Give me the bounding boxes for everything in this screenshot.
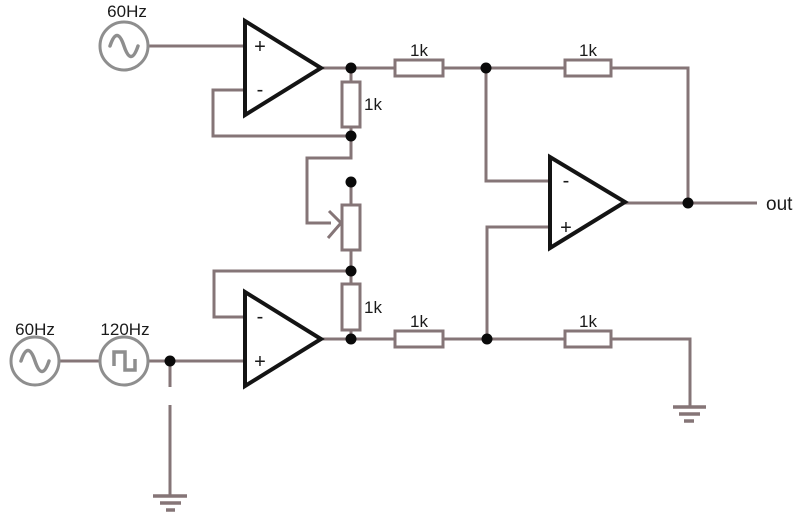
resistor-diff-plus-input[interactable] (393, 329, 445, 349)
resistor-value-diff-plus-input: 1k (410, 312, 428, 331)
wire-diff-plus-branch[interactable] (485, 225, 550, 339)
opamp-top-buffer[interactable] (243, 17, 325, 119)
resistor-body (563, 58, 613, 78)
voltage-source-bottom-120hz[interactable] (98, 335, 150, 387)
source-label-top-60hz: 60Hz (107, 2, 147, 21)
junction-dot (345, 265, 357, 277)
opamp-bottom-plus-mark: + (254, 351, 266, 373)
resistor-body (340, 282, 362, 332)
wire-diff-minus-branch[interactable] (484, 68, 550, 183)
opamp-top-minus-mark: - (257, 79, 264, 101)
opamp-bottom-minus-mark: - (257, 306, 264, 328)
wire-pot-wiper[interactable] (305, 136, 353, 225)
junction-dot (480, 62, 492, 74)
wire-bottomopamp-feedback[interactable] (212, 269, 351, 319)
opamp-diff-plus-mark: + (560, 217, 572, 239)
source-label-bottom-60hz: 60Hz (15, 320, 55, 339)
sine-wave-icon (19, 348, 51, 374)
labels: 60Hz 60Hz 120Hz 1k 1k 1k 1k 1k 1k + - - … (15, 2, 793, 373)
junction-dot (682, 197, 694, 209)
potentiometer[interactable] (326, 203, 362, 252)
sine-wave-icon (108, 33, 140, 59)
potentiometer-body (340, 203, 362, 252)
opamp-top-plus-mark: + (254, 36, 266, 58)
junction-dot (345, 62, 357, 74)
junction-dot (345, 130, 357, 142)
resistor-value-diff-plus-ground: 1k (579, 312, 597, 331)
resistor-body (393, 58, 445, 78)
ground-right[interactable] (673, 405, 706, 423)
source-label-bottom-120hz: 120Hz (100, 320, 149, 339)
opamp-difference[interactable] (548, 153, 629, 252)
voltage-source-top-60hz[interactable] (98, 20, 150, 72)
opamp-bottom-buffer[interactable] (243, 288, 325, 390)
wire-topopamp-feedback[interactable] (211, 88, 351, 138)
ground-left[interactable] (153, 494, 187, 512)
resistor-value-diff-feedback: 1k (579, 41, 597, 60)
junction-dot (164, 355, 176, 367)
wiper-arrow-icon (326, 209, 344, 239)
opamp-diff-minus-mark: - (563, 170, 570, 192)
resistor-body (393, 329, 445, 349)
resistor-diff-minus-input[interactable] (393, 58, 445, 78)
resistor-value-diff-minus-input: 1k (410, 41, 428, 60)
resistor-value-top-feedback: 1k (364, 95, 382, 114)
output-label: out (766, 194, 793, 215)
resistor-bottom-opamp-feedback[interactable] (340, 282, 362, 332)
resistor-body (563, 329, 613, 349)
pot-terminal-post[interactable] (345, 176, 357, 188)
resistor-value-bottom-feedback: 1k (364, 298, 382, 317)
voltage-source-bottom-60hz[interactable] (9, 335, 61, 387)
wires (59, 44, 757, 495)
resistor-top-opamp-feedback[interactable] (340, 80, 362, 129)
wire-diff-feedback[interactable] (611, 66, 690, 203)
junction-dot (481, 333, 493, 345)
wire-to-right-ground[interactable] (611, 337, 692, 406)
resistor-diff-plus-ground[interactable] (563, 329, 613, 349)
resistor-body (340, 80, 362, 129)
resistor-diff-feedback[interactable] (563, 58, 613, 78)
junction-dot (345, 333, 357, 345)
junction-dots (164, 62, 694, 367)
square-wave-icon (112, 350, 137, 372)
